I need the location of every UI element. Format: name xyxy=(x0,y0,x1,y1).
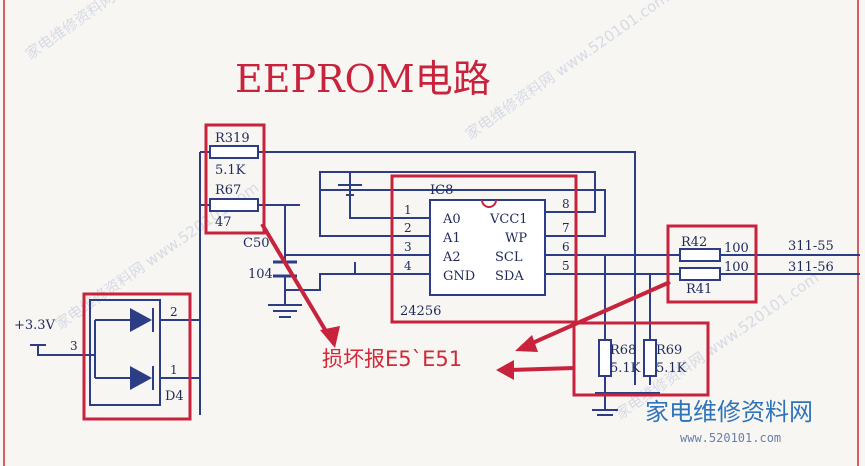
ic8-chip: IC8 24256 1 2 3 4 A0 A1 A2 GND 8 7 6 5 V… xyxy=(398,183,580,319)
pin-6-num: 6 xyxy=(562,240,570,254)
fault-note: 损坏报E5`E51 xyxy=(322,347,462,371)
c50-value: 104 xyxy=(248,267,273,282)
diode-d4: 2 1 3 D4 xyxy=(70,299,184,406)
capacitor-c50: C50 104 xyxy=(243,236,297,282)
pin-2-num: 2 xyxy=(404,221,412,235)
d4-ref: D4 xyxy=(165,389,184,404)
r69-ref: R69 xyxy=(656,343,682,358)
pin-3-name: A2 xyxy=(442,250,461,265)
ground-symbol-cap xyxy=(268,304,302,318)
pin-8-num: 8 xyxy=(562,197,570,211)
r42-value: 100 xyxy=(724,241,749,256)
highlight-box-d4 xyxy=(82,292,192,421)
d4-pin2: 2 xyxy=(170,305,178,319)
pin-4-name: GND xyxy=(443,269,475,284)
brand-name: 家电维修资料网 xyxy=(645,398,813,426)
d4-pin3: 3 xyxy=(70,339,78,353)
connector-scl: 311-55 xyxy=(788,239,834,254)
watermark-2: 家电维修资料网 www.520101.com xyxy=(462,0,672,143)
ground-symbol-top xyxy=(338,172,362,196)
d4-pin1: 1 xyxy=(170,363,178,377)
ic-part: 24256 xyxy=(400,304,441,319)
highlight-box-r42-r41 xyxy=(666,224,758,304)
wires xyxy=(30,151,860,415)
r68-value: 5.1K xyxy=(610,361,641,376)
pin-7-name: WP xyxy=(505,231,527,246)
pin-7-num: 7 xyxy=(562,221,570,235)
r68-ref: R68 xyxy=(610,343,636,358)
c50-ref: C50 xyxy=(243,236,270,251)
r67-value: 47 xyxy=(215,215,232,230)
r69-value: 5.1K xyxy=(656,361,687,376)
highlight-box-ic8 xyxy=(390,174,578,324)
watermark-1: 家电维修资料网 www.520101.com xyxy=(22,0,232,63)
pin-6-name: SCL xyxy=(495,250,523,265)
resistor-r42: R42 100 xyxy=(679,235,749,262)
pin-1-num: 1 xyxy=(404,203,412,217)
ground-symbol-pullup xyxy=(592,409,618,416)
resistor-r41: R41 100 xyxy=(679,260,749,297)
resistor-r319: R319 5.1K xyxy=(209,131,259,178)
highlight-box-r319-r67 xyxy=(204,123,266,235)
resistor-r68: R68 5.1K xyxy=(598,339,641,377)
pin-4-num: 4 xyxy=(404,259,412,273)
r42-ref: R42 xyxy=(681,235,707,250)
pin-1-name: A0 xyxy=(442,212,461,227)
pin-2-name: A1 xyxy=(442,231,461,246)
pin-3-num: 3 xyxy=(404,240,412,254)
brand-url: www.520101.com xyxy=(680,431,781,445)
highlight-box-r68-r69 xyxy=(572,321,710,397)
r41-value: 100 xyxy=(724,260,749,275)
diagram-title: EEPROM电路 xyxy=(235,57,491,101)
supply-label: +3.3V xyxy=(14,318,56,333)
pin-8-name: VCC1 xyxy=(489,212,528,227)
r67-ref: R67 xyxy=(215,183,241,198)
resistor-r67: R67 47 xyxy=(209,183,259,230)
resistor-r69: R69 5.1K xyxy=(643,339,687,377)
connector-sda: 311-56 xyxy=(788,260,834,275)
pin-5-num: 5 xyxy=(562,259,570,273)
annotation-arrows xyxy=(260,222,671,380)
r319-ref: R319 xyxy=(215,131,250,146)
r319-value: 5.1K xyxy=(215,163,246,178)
ic-ref: IC8 xyxy=(430,183,453,198)
r41-ref: R41 xyxy=(686,282,712,297)
brand-logo: 家电维修资料网 www.520101.com xyxy=(645,398,813,445)
pin-5-name: SDA xyxy=(495,269,524,284)
